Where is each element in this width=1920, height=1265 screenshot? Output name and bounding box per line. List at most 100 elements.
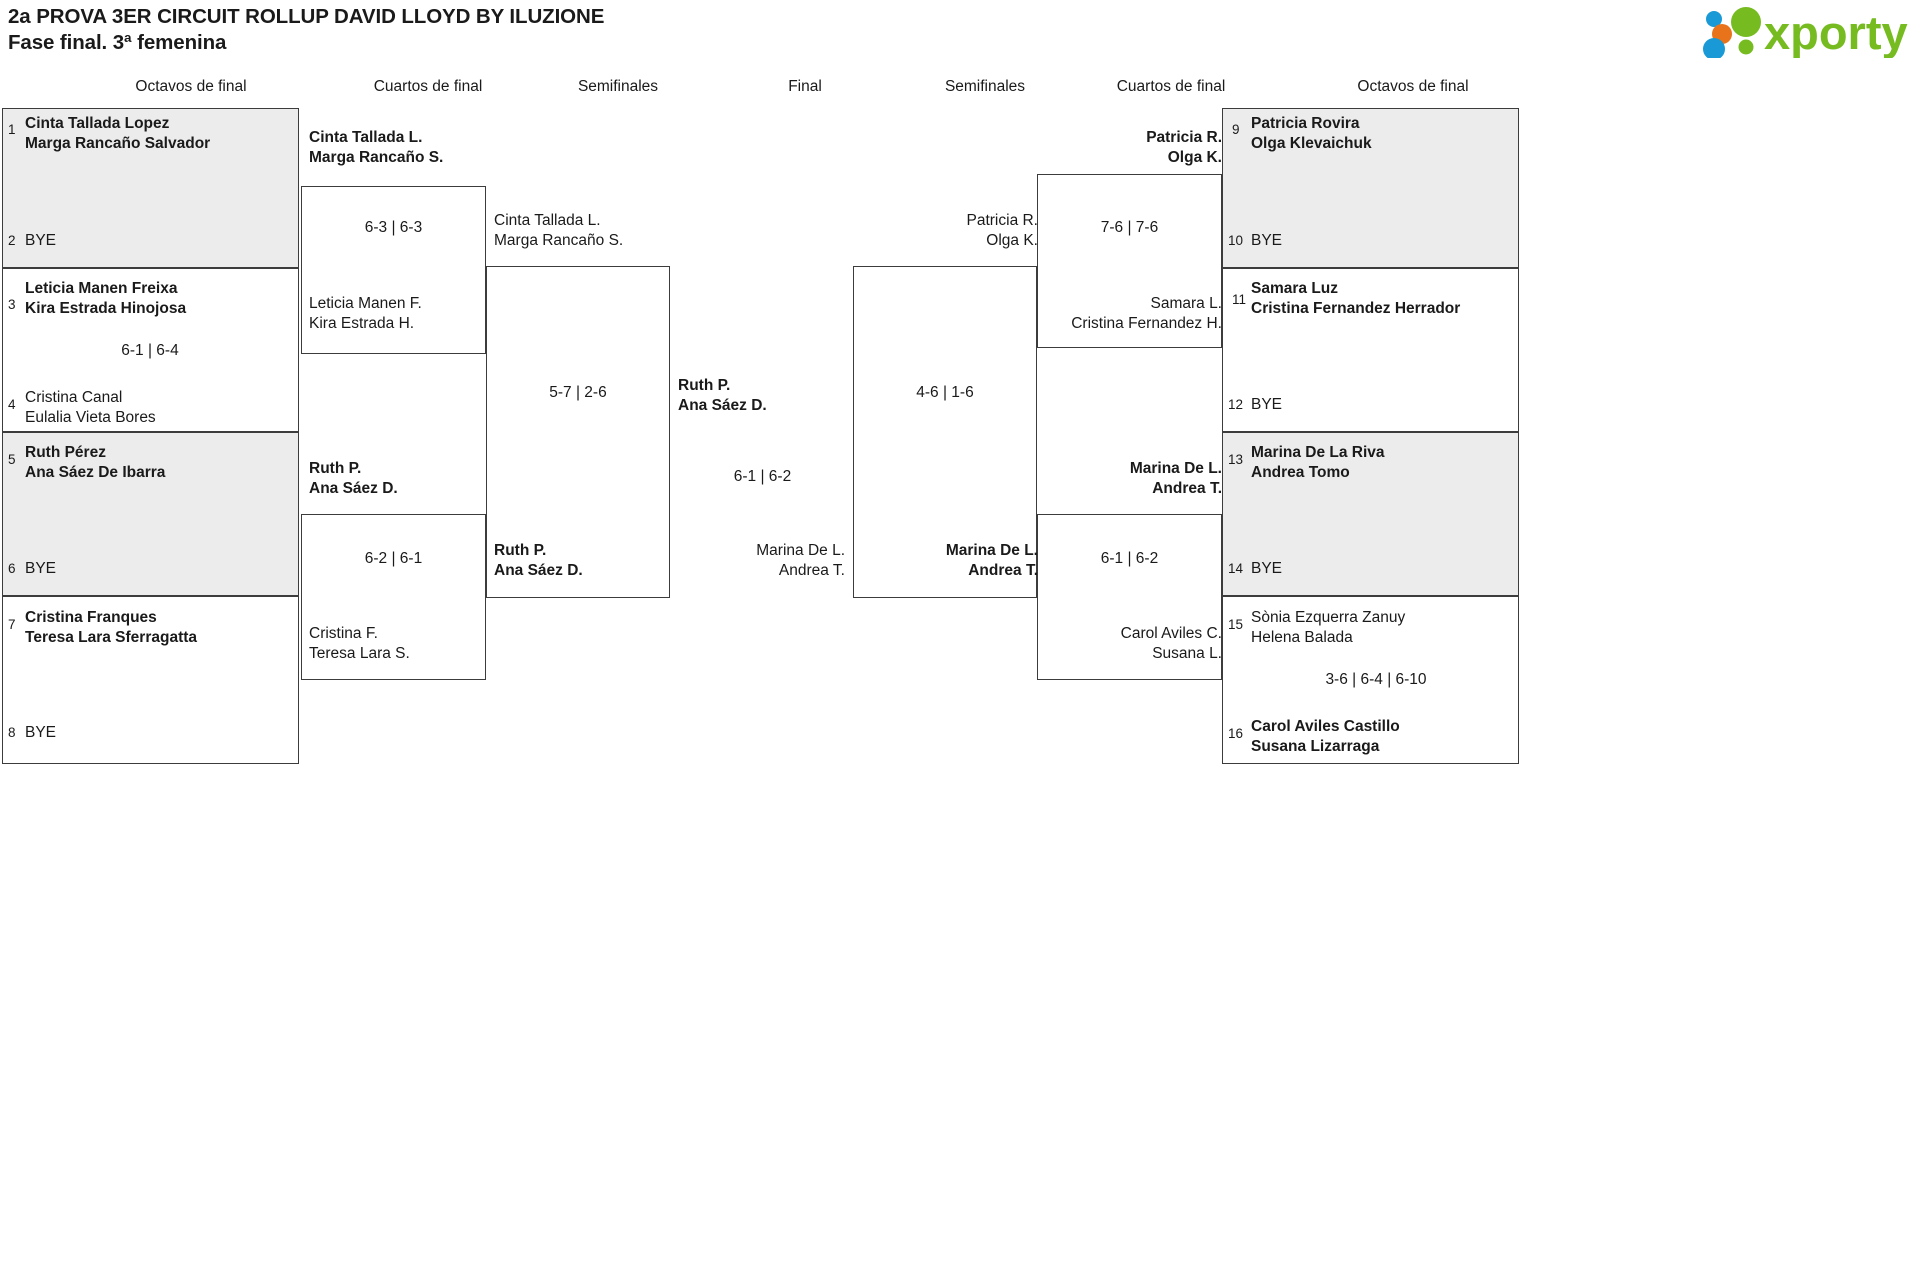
- seed-number-7: 7: [8, 617, 16, 632]
- round-header-final: Final: [788, 78, 822, 95]
- page-title: 2a PROVA 3ER CIRCUIT ROLLUP DAVID LLOYD …: [8, 5, 605, 28]
- player-rsf-1a: Patricia R.: [966, 212, 1039, 229]
- seed-number-2: 2: [8, 233, 16, 248]
- player-l16-8a: BYE: [25, 724, 57, 741]
- player-rqf-3a: Marina De L.: [1129, 460, 1222, 477]
- player-lqf-4a: Cristina F.: [309, 625, 378, 642]
- player-rsf-1b: Olga K.: [986, 232, 1038, 249]
- player-lsf-1a: Cinta Tallada L.: [494, 212, 601, 229]
- match-box-r16-4[interactable]: [1222, 596, 1519, 764]
- match-box-r16-2[interactable]: [1222, 268, 1519, 432]
- logo-dot-green-large: [1731, 7, 1761, 37]
- logo-dot-blue-small: [1706, 11, 1722, 27]
- player-rqf-2a: Samara L.: [1150, 295, 1222, 312]
- round-header-right-sf: Semifinales: [944, 78, 1026, 95]
- page-header: 2a PROVA 3ER CIRCUIT ROLLUP DAVID LLOYD …: [0, 0, 1920, 68]
- player-lqf-1a: Cinta Tallada L.: [309, 129, 423, 146]
- score-rqf-1: 7-6 | 7-6: [1100, 219, 1159, 236]
- round-header-right-r16: Octavos de final: [1357, 78, 1469, 95]
- player-rqf-4b: Susana L.: [1152, 645, 1222, 662]
- player-l16-6a: BYE: [25, 560, 57, 577]
- player-final-top-b: Ana Sáez D.: [678, 397, 767, 414]
- seed-number-11: 11: [1232, 292, 1247, 307]
- player-final-bottom-a: Marina De L.: [756, 542, 845, 559]
- score-lsf-1: 5-7 | 2-6: [549, 384, 607, 401]
- player-l16-7a: Cristina Franques: [25, 609, 157, 626]
- player-l16-3a: Leticia Manen Freixa: [25, 280, 178, 297]
- round-header-left-r16: Octavos de final: [135, 78, 247, 95]
- player-lsf-2a: Ruth P.: [494, 542, 547, 559]
- player-r16-13b: Andrea Tomo: [1251, 464, 1350, 481]
- player-final-bottom-b: Andrea T.: [778, 562, 845, 579]
- player-lsf-1b: Marga Rancaño S.: [494, 232, 624, 249]
- player-r16-12a: BYE: [1251, 396, 1283, 413]
- player-l16-3b: Kira Estrada Hinojosa: [25, 300, 187, 317]
- player-l16-4b: Eulalia Vieta Bores: [25, 409, 156, 426]
- player-l16-5b: Ana Sáez De Ibarra: [25, 464, 166, 481]
- player-rsf-2b: Andrea T.: [968, 562, 1038, 579]
- player-rqf-1b: Olga K.: [1167, 149, 1222, 166]
- player-r16-11b: Cristina Fernandez Herrador: [1251, 300, 1461, 317]
- seed-number-15: 15: [1228, 617, 1244, 632]
- match-box-r16-1[interactable]: [1222, 108, 1519, 268]
- xporty-logo: xporty: [1696, 4, 1912, 58]
- seed-number-13: 13: [1228, 452, 1244, 467]
- match-box-r16-3[interactable]: [1222, 432, 1519, 596]
- player-lqf-1b: Marga Rancaño S.: [309, 149, 444, 166]
- player-r16-14a: BYE: [1251, 560, 1283, 577]
- seed-number-9: 9: [1232, 122, 1240, 137]
- player-lqf-4b: Teresa Lara S.: [309, 645, 410, 662]
- match-box-lqf-2[interactable]: [301, 514, 486, 680]
- player-rqf-4a: Carol Aviles C.: [1120, 625, 1222, 642]
- player-lqf-3a: Ruth P.: [309, 460, 362, 477]
- match-box-rqf-1[interactable]: [1037, 174, 1222, 348]
- player-l16-5a: Ruth Pérez: [25, 444, 106, 461]
- title-block: 2a PROVA 3ER CIRCUIT ROLLUP DAVID LLOYD …: [8, 4, 604, 56]
- seed-number-12: 12: [1228, 397, 1244, 412]
- seed-number-8: 8: [8, 725, 16, 740]
- player-lsf-2b: Ana Sáez D.: [494, 562, 583, 579]
- score-r16-4: 3-6 | 6-4 | 6-10: [1325, 671, 1427, 688]
- match-box-rqf-2[interactable]: [1037, 514, 1222, 680]
- player-r16-11a: Samara Luz: [1251, 280, 1339, 297]
- round-header-right-qf: Cuartos de final: [1116, 78, 1226, 95]
- match-box-lsf-1[interactable]: [486, 266, 670, 598]
- seed-number-16: 16: [1228, 726, 1244, 741]
- player-l16-1a: Cinta Tallada Lopez: [25, 115, 170, 132]
- player-l16-4a: Cristina Canal: [25, 389, 123, 406]
- logo-dot-blue-large: [1703, 38, 1725, 58]
- player-lqf-2a: Leticia Manen F.: [309, 295, 422, 312]
- player-r16-16b: Susana Lizarraga: [1251, 738, 1380, 755]
- match-box-l16-4[interactable]: [2, 596, 299, 764]
- score-rsf-1: 4-6 | 1-6: [916, 384, 974, 401]
- player-final-top-a: Ruth P.: [678, 377, 731, 394]
- player-l16-1b: Marga Rancaño Salvador: [25, 135, 211, 152]
- logo-dot-green-small: [1738, 39, 1754, 55]
- logo-svg: xporty: [1703, 6, 1908, 58]
- player-l16-2a: BYE: [25, 232, 57, 249]
- player-rqf-1a: Patricia R.: [1146, 129, 1222, 146]
- player-rsf-2a: Marina De L.: [945, 542, 1038, 559]
- player-rqf-2b: Cristina Fernandez H.: [1071, 315, 1222, 332]
- match-box-rsf-1[interactable]: [853, 266, 1037, 598]
- player-l16-7b: Teresa Lara Sferragatta: [25, 629, 198, 646]
- player-r16-13a: Marina De La Riva: [1251, 444, 1385, 461]
- player-r16-9b: Olga Klevaichuk: [1251, 135, 1372, 152]
- seed-number-3: 3: [8, 297, 16, 312]
- player-r16-15a: Sònia Ezquerra Zanuy: [1251, 609, 1406, 626]
- score-l16-2: 6-1 | 6-4: [121, 342, 179, 359]
- score-lqf-2: 6-2 | 6-1: [364, 550, 423, 567]
- player-rqf-3b: Andrea T.: [1152, 480, 1222, 497]
- player-lqf-2b: Kira Estrada H.: [309, 315, 415, 332]
- match-box-l16-3[interactable]: [2, 432, 299, 596]
- phase-subtitle: Fase final. 3ª femenina: [8, 31, 227, 54]
- seed-number-1: 1: [8, 122, 16, 137]
- round-header-left-sf: Semifinales: [577, 78, 659, 95]
- seed-number-6: 6: [8, 561, 16, 576]
- player-r16-10a: BYE: [1251, 232, 1283, 249]
- score-rqf-2: 6-1 | 6-2: [1100, 550, 1159, 567]
- match-box-l16-2[interactable]: [2, 268, 299, 432]
- match-box-l16-1[interactable]: [2, 108, 299, 268]
- match-box-lqf-1[interactable]: [301, 186, 486, 354]
